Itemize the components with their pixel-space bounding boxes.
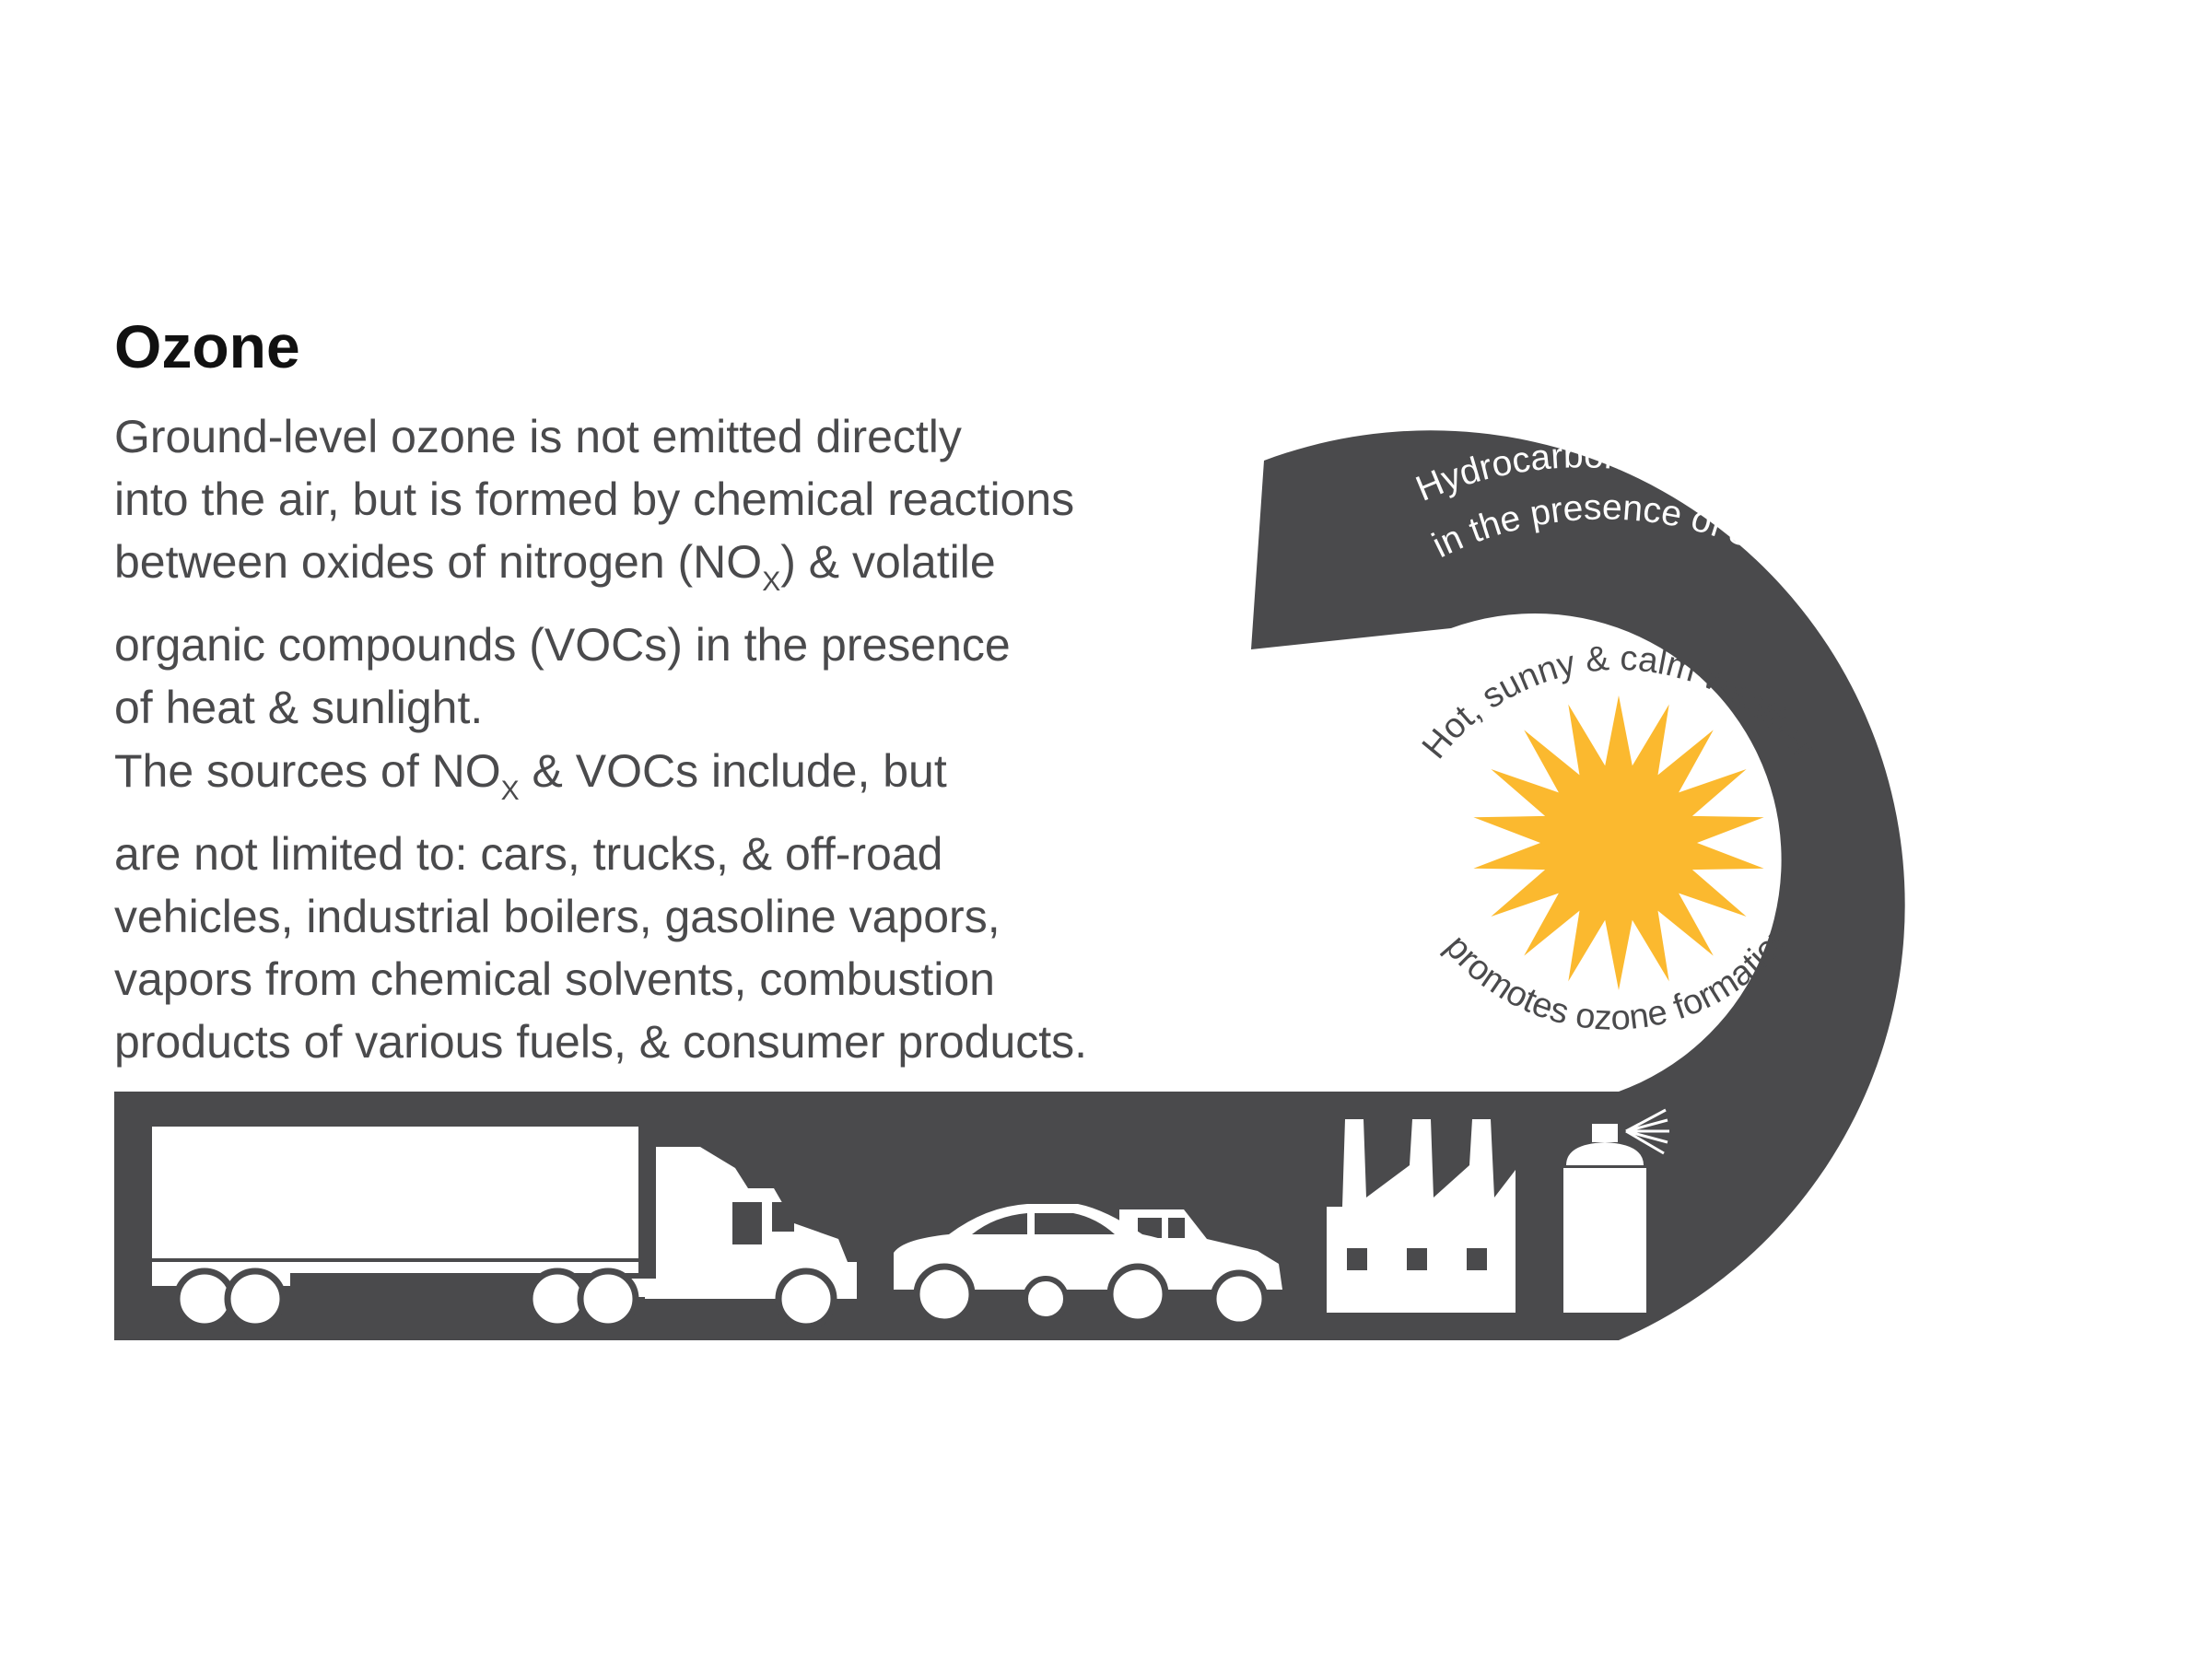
car-icon <box>894 1204 1198 1326</box>
paragraph-line: into the air, but is formed by chemical … <box>114 473 1075 525</box>
paragraph-line: Ground-level ozone is not emitted direct… <box>114 411 962 462</box>
ozone-sources-paragraph: The sources of NOX & VOCs include, but a… <box>114 740 1087 1073</box>
semi-truck-icon <box>152 1127 857 1330</box>
sun-icon <box>1473 695 1764 990</box>
paragraph-line: & VOCs include, but <box>519 745 947 797</box>
paragraph-line: products of various fuels, & consumer pr… <box>114 1016 1088 1068</box>
paragraph-line: vehicles, industrial boilers, gasoline v… <box>114 891 1001 942</box>
ozone-formation-paragraph: Ground-level ozone is not emitted direct… <box>114 405 1074 739</box>
paragraph-line: The sources of NO <box>114 745 501 797</box>
factory-icon <box>1327 1119 1516 1313</box>
paragraph-line: ) & volatile <box>780 536 996 588</box>
reaction-band <box>114 430 1905 1340</box>
paragraph-line: between oxides of nitrogen (NO <box>114 536 763 588</box>
spray-can-icon <box>1563 1108 1669 1313</box>
paragraph-line: organic compounds (VOCs) in the presence <box>114 619 1011 671</box>
subscript: X <box>762 567 781 597</box>
paragraph-line: of heat & sunlight. <box>114 682 484 733</box>
subscript: X <box>500 776 520 806</box>
paragraph-line: are not limited to: cars, trucks, & off-… <box>114 828 943 880</box>
paragraph-line: vapors from chemical solvents, combustio… <box>114 953 995 1005</box>
page-title: Ozone <box>114 312 300 380</box>
